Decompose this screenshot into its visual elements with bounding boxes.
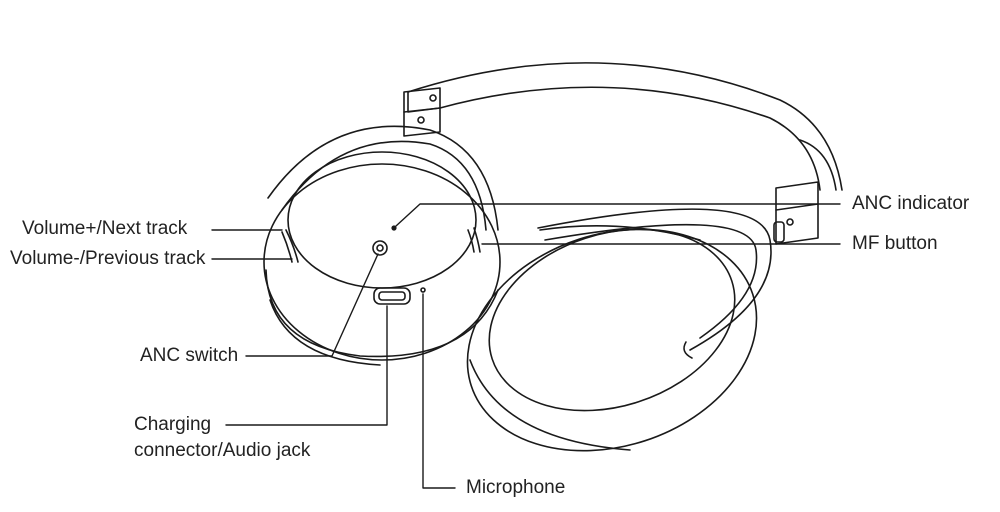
right-earcup: [466, 208, 785, 452]
label-volume-minus-previous-track: Volume-/Previous track: [10, 248, 206, 269]
left-slider-block: [403, 87, 441, 137]
label-volume-plus-next-track: Volume+/Next track: [22, 218, 188, 239]
right-slider-block: [775, 181, 819, 245]
label-charging-connector-audio-jack: Charging connector/Audio jack: [134, 412, 310, 464]
label-charging-line1: Charging: [134, 414, 212, 435]
leader-microphone: [422, 293, 456, 489]
label-mf-button: MF button: [852, 233, 938, 254]
label-charging-line2: connector/Audio jack: [134, 440, 311, 461]
callout-leader-lines: [211, 203, 841, 489]
label-anc-switch: ANC switch: [140, 345, 239, 366]
headband: [407, 62, 843, 191]
leader-anc-switch: [245, 253, 379, 357]
label-microphone: Microphone: [466, 477, 566, 498]
label-anc-indicator: ANC indicator: [852, 193, 970, 214]
left-earcup: [263, 125, 501, 366]
leader-anc-indicator: [395, 203, 841, 227]
leader-charging-connector: [225, 305, 388, 426]
